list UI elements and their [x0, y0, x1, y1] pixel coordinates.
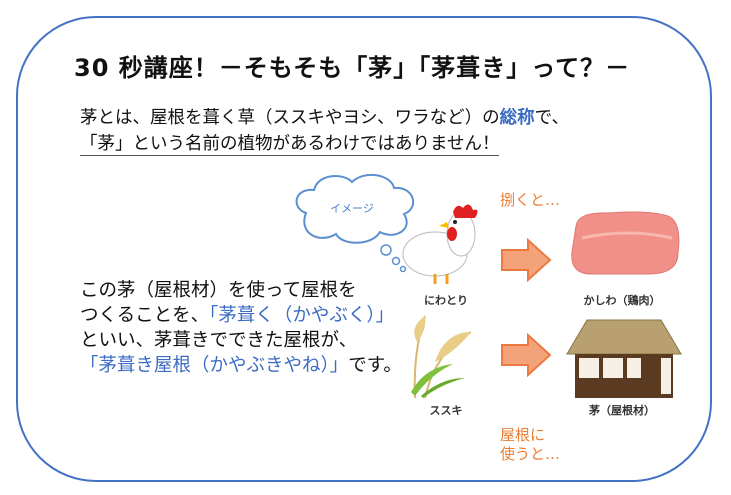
thought-bubble-text: イメージ	[330, 202, 374, 215]
top-caption: 捌くと…	[500, 191, 561, 209]
arrow-right-icon	[501, 238, 552, 282]
highlight-kayabuku: 「茅葺く（かやぶく）」	[209, 305, 395, 326]
arrow-right-icon	[501, 333, 552, 377]
explanation-line-2: つくることを、「茅葺く（かやぶく）」	[80, 301, 394, 327]
meat-label: かしわ（鶏肉）	[583, 294, 661, 307]
text: です。	[348, 355, 402, 376]
explanation-line-1: この茅（屋根材）を使って屋根を	[80, 280, 357, 301]
intro-text: 茅とは、屋根を葺く草（ススキやヨシ、ワラなど）の	[80, 108, 500, 128]
bottom-caption-line-2: 使うと…	[500, 445, 561, 463]
text: つくることを、	[80, 305, 210, 326]
susuki-grass-icon	[411, 315, 472, 399]
intro-line-1: 茅とは、屋根を葺く草（ススキやヨシ、ワラなど）の総称で、	[80, 104, 569, 129]
chicken-label: にわとり	[424, 294, 468, 307]
thought-cloud-icon	[295, 173, 415, 273]
susuki-label: ススキ	[429, 404, 463, 417]
rounded-frame	[16, 16, 712, 482]
explanation-line-4: 「茅葺き屋根（かやぶきやね）」です。	[80, 351, 402, 377]
explanation-line-3: といい、茅葺きでできた屋根が、	[80, 330, 358, 351]
highlight-kayabukiyane: 「茅葺き屋根（かやぶきやね）」	[80, 355, 349, 376]
intro-highlight: 総称	[499, 108, 535, 128]
chicken-icon	[402, 204, 478, 284]
page-title: 30 秒講座！－そもそも「茅」「茅葺き」って？－	[74, 54, 631, 82]
roof-material-label: 茅（屋根材）	[589, 404, 655, 417]
chicken-meat-icon	[571, 211, 680, 275]
thatched-house-icon	[566, 319, 682, 398]
intro-line-2: 「茅」という名前の植物があるわけではありません！	[80, 134, 500, 156]
bottom-caption-line-1: 屋根に	[500, 426, 546, 444]
intro-text-end: で、	[534, 108, 569, 128]
